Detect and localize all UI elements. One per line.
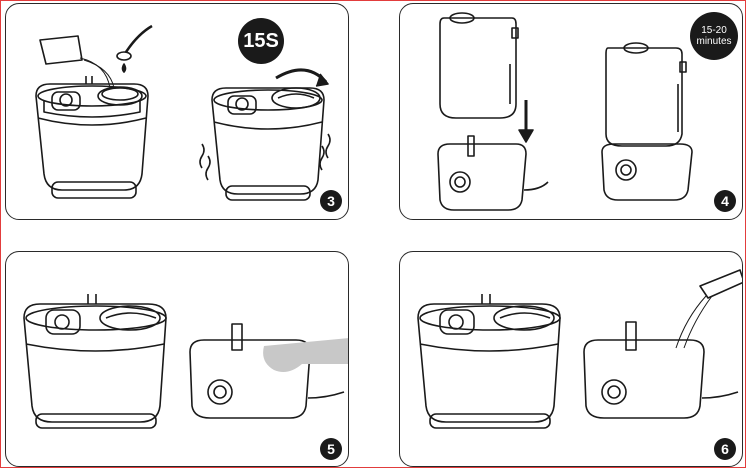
panel-step-3: 15S 3 [5, 3, 349, 220]
measuring-cup [39, 35, 83, 65]
step-4-illustration [437, 12, 693, 211]
step-number-badge: 3 [320, 190, 342, 212]
timer-label: 15S [243, 29, 279, 52]
timer-line2: minutes [696, 36, 732, 47]
panel-step-4: 15-20 minutes 4 [399, 3, 743, 220]
water-tank [439, 17, 517, 119]
panel-step-5: 5 [5, 251, 349, 467]
step-5-illustration [23, 294, 348, 429]
timer-line1: 15-20 [701, 25, 727, 36]
humidifier-body [35, 83, 149, 191]
step-number: 3 [327, 193, 335, 209]
step-number: 6 [721, 441, 729, 457]
humidifier-base [437, 143, 527, 211]
spoon [124, 24, 153, 53]
step-number-badge: 6 [714, 438, 736, 460]
timer-minutes-badge: 15-20 minutes [690, 12, 738, 60]
step-3-illustration [35, 24, 331, 201]
panel-step-6: 6 [399, 251, 743, 467]
step-number: 4 [721, 193, 729, 209]
step-number-badge: 5 [320, 438, 342, 460]
step-number: 5 [327, 441, 335, 457]
hand [263, 338, 348, 372]
step-6-illustration [417, 269, 742, 429]
step-number-badge: 4 [714, 190, 736, 212]
timer-15s-badge: 15S [238, 18, 284, 64]
